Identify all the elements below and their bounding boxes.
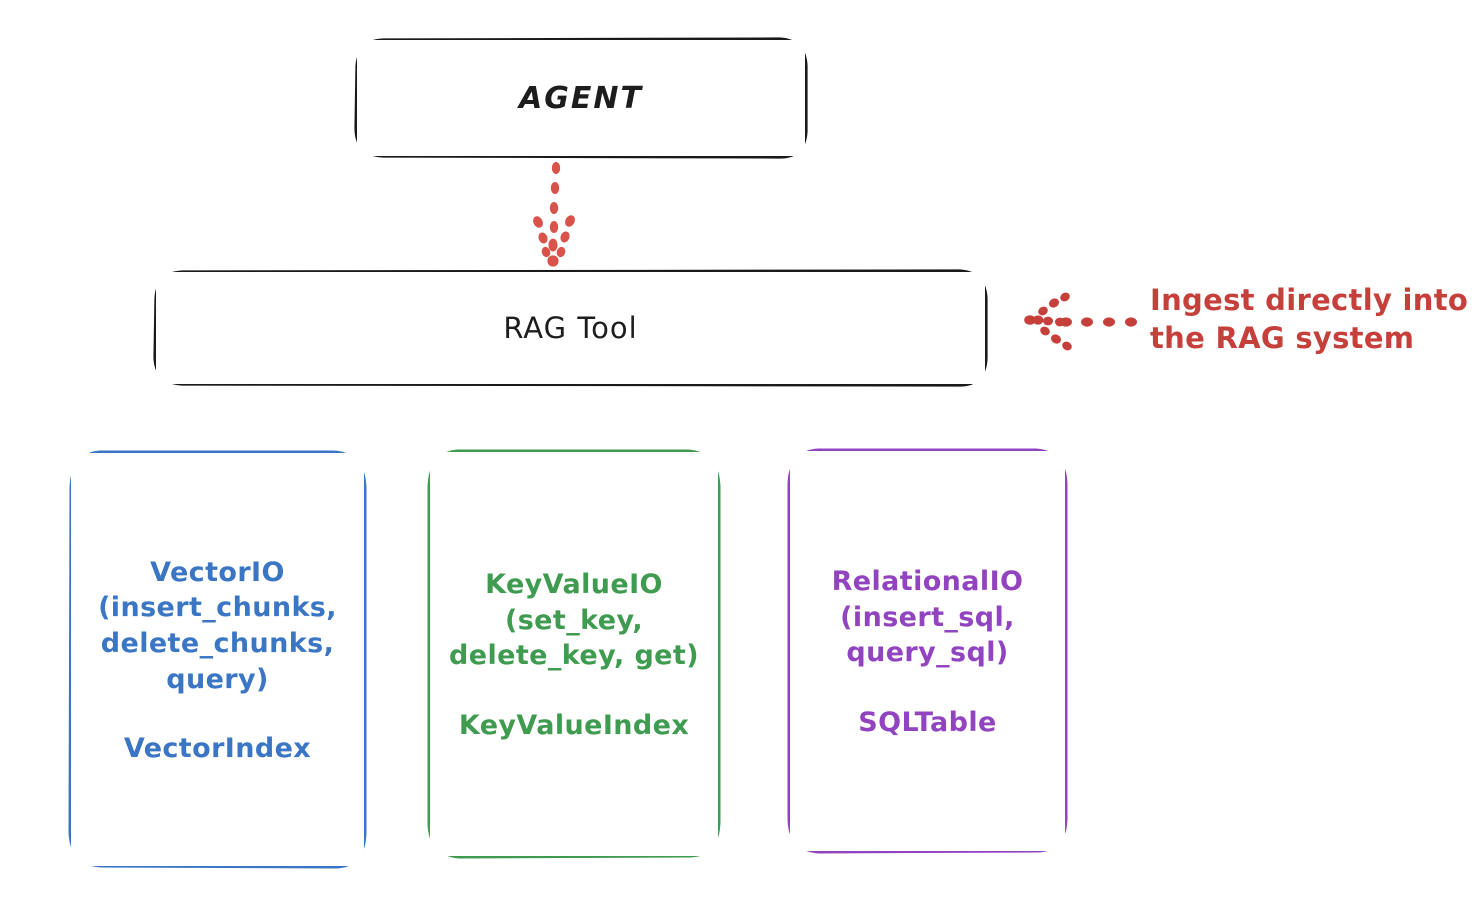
- rag-tool-label: RAG Tool: [503, 311, 638, 345]
- relationalio-index-label: SQLTable: [858, 706, 997, 738]
- vectorio-node[interactable]: VectorIO (insert_chunks, delete_chunks, …: [71, 453, 364, 866]
- relationalio-api-label: RelationalIO (insert_sql, query_sql): [831, 566, 1024, 669]
- keyvalueio-index-label: KeyValueIndex: [458, 709, 690, 741]
- vectorio-index-label: VectorIndex: [123, 733, 312, 765]
- vectorio-api-label: VectorIO (insert_chunks, delete_chunks, …: [98, 556, 337, 695]
- ingest-annotation-text: Ingest directly into the RAG system: [1150, 283, 1469, 355]
- agent-node[interactable]: AGENT: [357, 40, 805, 156]
- rag-tool-node[interactable]: RAG Tool: [156, 272, 985, 384]
- relationalio-node[interactable]: RelationalIO (insert_sql, query_sql) SQL…: [790, 451, 1065, 851]
- agent-label: AGENT: [519, 80, 643, 116]
- agent-to-ragtool-arrow: [533, 162, 575, 267]
- keyvalueio-node[interactable]: KeyValueIO (set_key, delete_key, get) Ke…: [430, 452, 718, 856]
- keyvalueio-api-label: KeyValueIO (set_key, delete_key, get): [449, 569, 699, 672]
- ingest-annotation-arrow: [1024, 292, 1137, 351]
